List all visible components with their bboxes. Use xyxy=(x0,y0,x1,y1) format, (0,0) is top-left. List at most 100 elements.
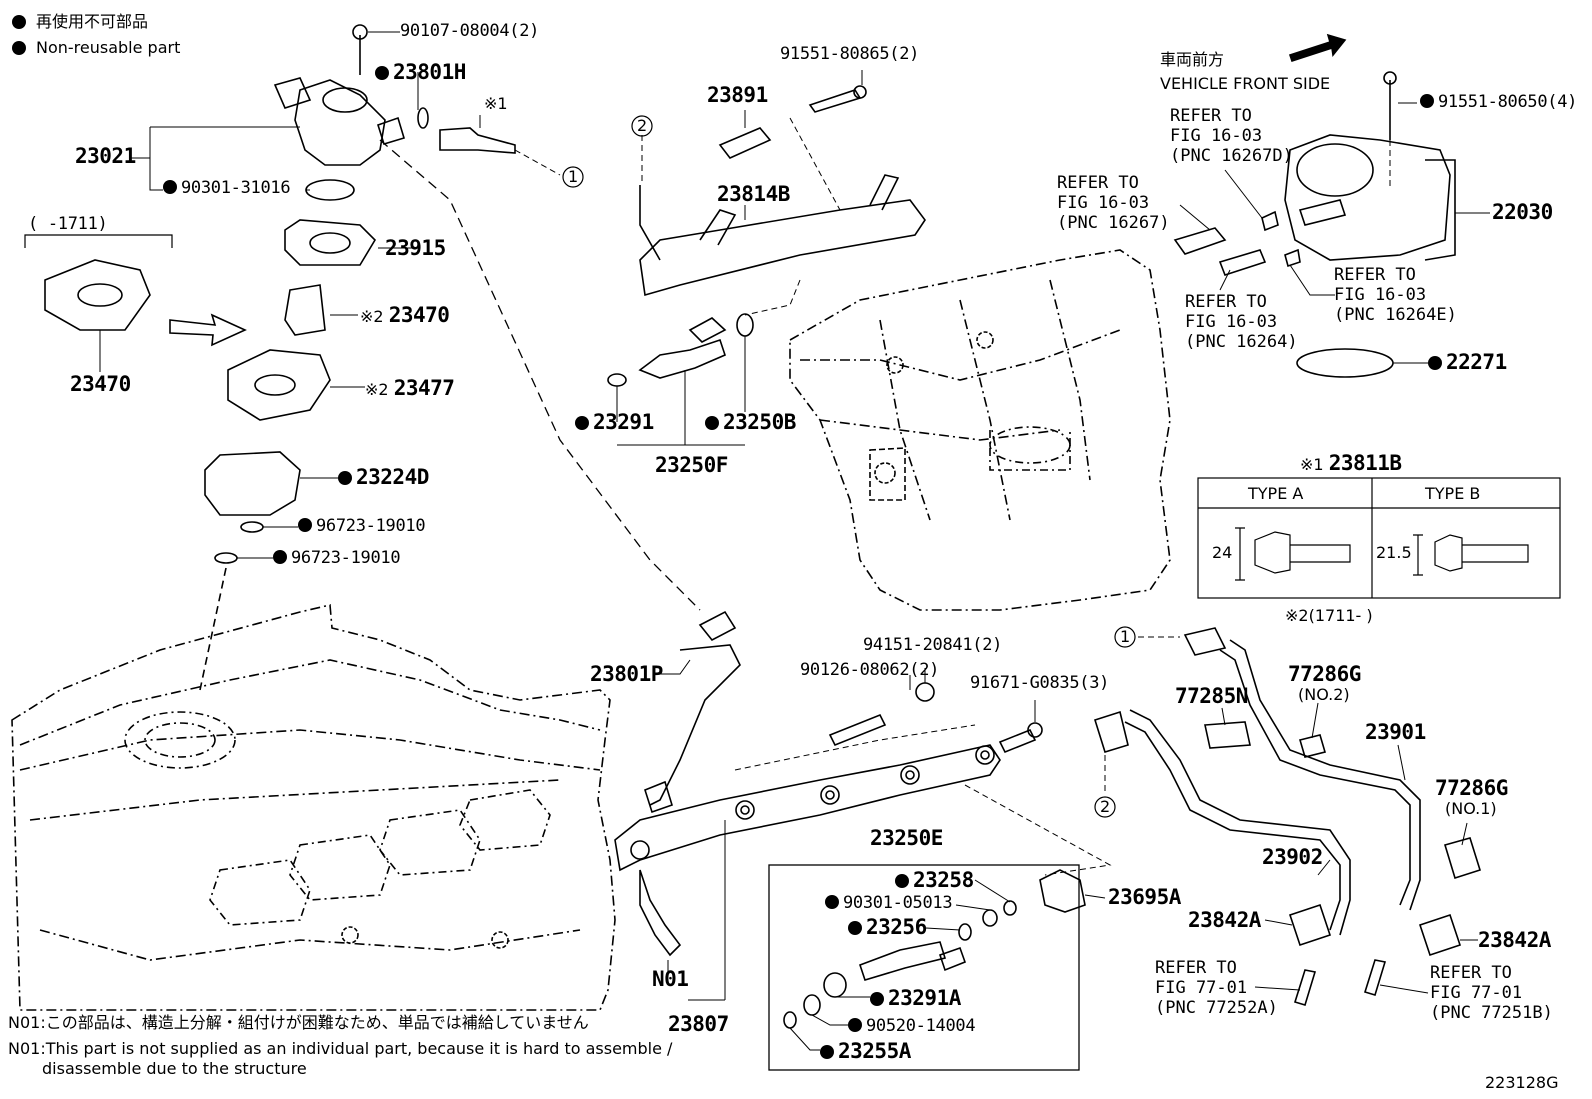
pipe-leaders xyxy=(641,117,841,316)
rail-leader-a xyxy=(734,724,976,771)
label-23291A: 23291A xyxy=(870,988,961,1009)
front-arrow xyxy=(1288,33,1347,63)
label-90107-08004: 90107-08004(2) xyxy=(400,21,540,41)
label-23801P: 23801P xyxy=(590,662,663,686)
label-22271: 22271 xyxy=(1428,352,1507,373)
throttle-flange xyxy=(1424,159,1456,261)
label-94151-20841: 94151-20841(2) xyxy=(863,635,1003,655)
insulator-23477 xyxy=(227,349,331,421)
hose-23902-inner xyxy=(1124,721,1341,931)
label-90301-05013: 90301-05013 xyxy=(825,895,953,912)
hose-23902-connector xyxy=(1093,710,1129,753)
vehicle-front-jp: 車両前方 xyxy=(1160,50,1225,69)
lifter-housing-23470-old xyxy=(44,259,151,331)
circle-1-hose: 1 xyxy=(1120,627,1131,646)
fuel-rail-23807 xyxy=(614,744,1001,872)
circle-2-top: 2 xyxy=(637,116,648,135)
label-77285N: 77285N xyxy=(1175,684,1248,708)
bolt-91551-80650-head xyxy=(1383,71,1397,85)
pipe-77251B xyxy=(1363,959,1387,996)
intake-manifold-drawing xyxy=(789,249,1171,611)
spacer-23891 xyxy=(718,127,772,159)
label-23258: 23258 xyxy=(895,870,974,891)
circle-2-hose: 2 xyxy=(1100,797,1111,816)
label-23891: 23891 xyxy=(707,83,768,107)
hose-23901-inner xyxy=(1219,649,1411,906)
throttle-port xyxy=(1298,199,1347,226)
leader-to-head xyxy=(199,567,227,691)
replacement-arrow xyxy=(169,313,247,347)
clamp-77286G-no1 xyxy=(1443,837,1482,880)
legend-en: Non-reusable part xyxy=(12,40,180,56)
pipe-inlet xyxy=(639,185,661,261)
label-23256: 23256 xyxy=(848,917,927,938)
fitting-23811B xyxy=(439,127,516,154)
o-ring-96723-b xyxy=(214,552,238,564)
injector-23250F xyxy=(638,338,726,379)
gasket-22271 xyxy=(1296,348,1394,378)
legend-jp: 再使用不可部品 xyxy=(12,14,148,30)
label-23250F: 23250F xyxy=(655,453,728,477)
kit-o-ring-90520 xyxy=(803,994,821,1016)
gasket-23915-hole xyxy=(309,232,351,254)
clip-23842A-left xyxy=(1288,903,1332,947)
ref-77252A: REFER TO FIG 77-01 (PNC 77252A) xyxy=(1155,958,1278,1018)
kit-o-ring-23256 xyxy=(958,923,972,941)
pipe-bracket-b xyxy=(869,174,900,211)
hose-16267 xyxy=(1173,227,1227,255)
hose-16264 xyxy=(1218,249,1267,276)
throttle-body-22030 xyxy=(1284,134,1451,261)
label-91551-80865: 91551-80865(2) xyxy=(780,44,920,64)
hose-clamp-16264E xyxy=(1284,248,1301,268)
rail-leader-b xyxy=(964,784,1112,876)
delivery-pipe-23814B xyxy=(639,199,926,297)
label-23470-right: ※2 23470 xyxy=(360,303,450,327)
hose-23902-outer xyxy=(1129,709,1351,936)
note-n01-en-2: disassemble due to the structure xyxy=(42,1059,307,1078)
bolt-91671-head xyxy=(1027,722,1043,738)
label-23250E: 23250E xyxy=(870,826,943,850)
label-91551-80650: 91551-80650(4) xyxy=(1420,94,1577,111)
hose-23901-outer xyxy=(1229,639,1421,911)
clamp-77286G-no2 xyxy=(1298,734,1327,758)
gasket-23224D xyxy=(204,451,301,516)
circle-1-top: 1 xyxy=(568,167,579,186)
kit-seal-23255A xyxy=(783,1011,797,1029)
rail-label-leaders xyxy=(658,659,1036,1001)
ref-16264E: REFER TO FIG 16-03 (PNC 16264E) xyxy=(1334,265,1457,325)
label-range-after: ※2(1711- ) xyxy=(1285,606,1373,625)
throttle-bore xyxy=(1296,143,1374,197)
range-bracket xyxy=(24,234,173,248)
injector-connector xyxy=(688,317,727,343)
left-leaders xyxy=(99,72,561,559)
label-23811B: ※1 23811B xyxy=(1300,451,1402,475)
nut-94151 xyxy=(915,682,935,702)
bolt-91671 xyxy=(998,728,1037,754)
ref-16267: REFER TO FIG 16-03 (PNC 16267) xyxy=(1057,173,1170,233)
insulator-23477-hole xyxy=(254,374,296,396)
vehicle-front-en: VEHICLE FRONT SIDE xyxy=(1160,74,1331,93)
label-23807: 23807 xyxy=(668,1012,729,1036)
clip-leader xyxy=(1084,894,1106,899)
label-96723-19010-b: 96723-19010 xyxy=(273,550,401,567)
pump-to-pipe-leader xyxy=(379,139,701,611)
fuel-pump-drawing xyxy=(273,24,405,166)
label-90520-14004: 90520-14004 xyxy=(848,1018,976,1035)
o-ring-90301-31016 xyxy=(305,179,355,201)
label-23842A-left: 23842A xyxy=(1188,908,1261,932)
label-90126-08062: 90126-08062(2) xyxy=(800,660,940,680)
hose-clamp-16267D xyxy=(1261,210,1279,232)
label-23842A-right: 23842A xyxy=(1478,928,1551,952)
label-23695A: 23695A xyxy=(1108,885,1181,909)
stud-90126 xyxy=(828,713,887,747)
label-77286G-no1: 77286G xyxy=(1435,776,1508,800)
clip-23695A xyxy=(1039,869,1086,913)
label-23021: 23021 xyxy=(75,144,136,168)
throttle-leaders xyxy=(1179,102,1490,364)
label-23470-left: 23470 xyxy=(70,372,131,396)
label-23250B: 23250B xyxy=(705,412,796,433)
pipe-23801P xyxy=(649,644,741,806)
pipe-77252A xyxy=(1293,969,1317,1006)
dim-type-b: 21.5 xyxy=(1376,543,1412,562)
